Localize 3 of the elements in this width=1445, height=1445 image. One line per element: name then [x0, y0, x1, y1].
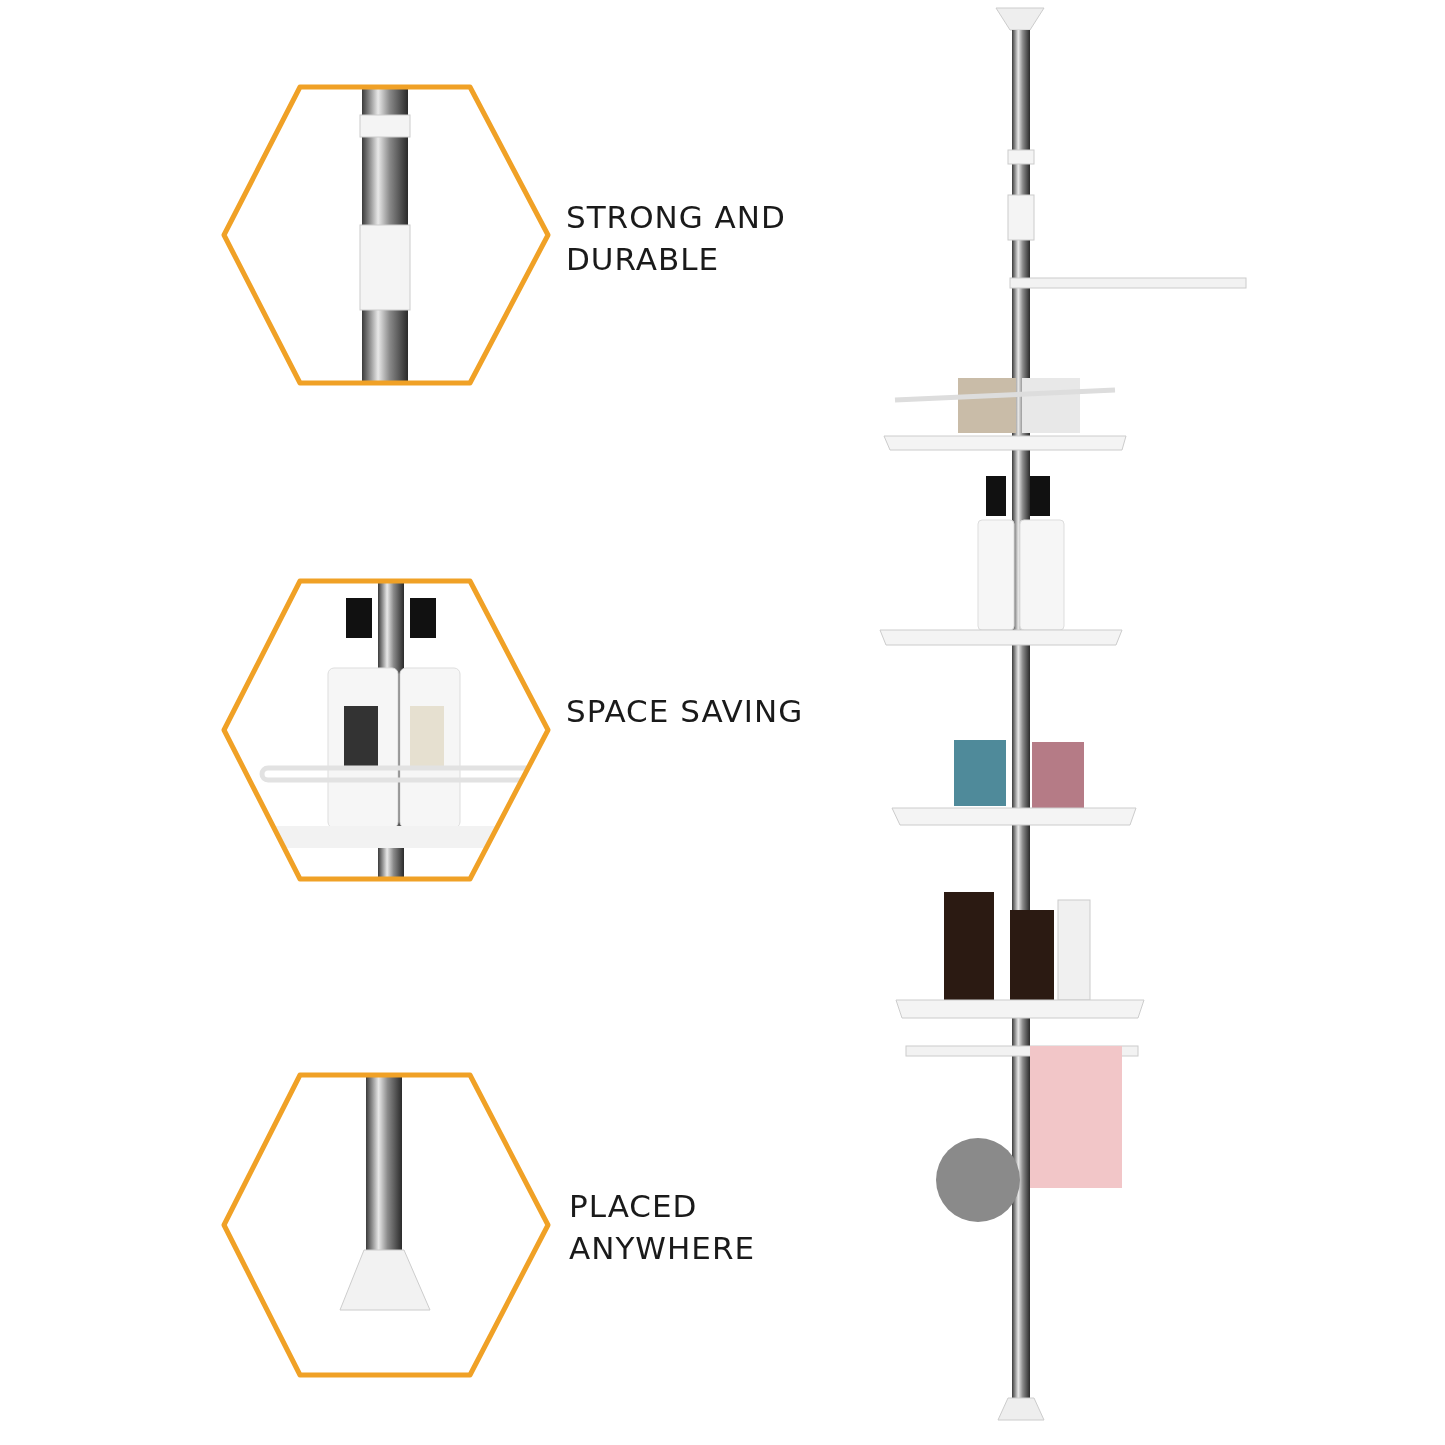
- feature-label: SPACE SAVING: [566, 692, 805, 731]
- feature-label: STRONG AND DURABLE: [566, 198, 787, 279]
- feature-label: PLACED ANYWHERE: [569, 1187, 756, 1268]
